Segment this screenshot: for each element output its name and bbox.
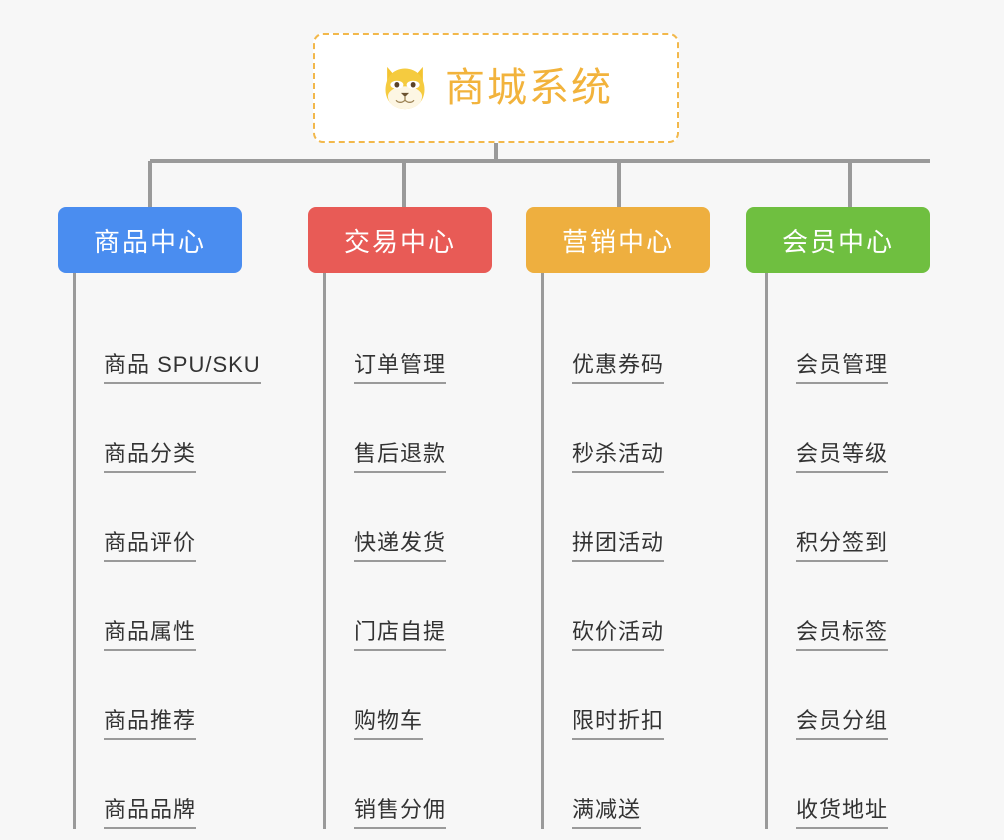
- list-item[interactable]: 会员标签: [796, 562, 930, 651]
- list-item[interactable]: 商品品牌: [104, 740, 242, 829]
- leaf-label: 商品属性: [104, 619, 197, 651]
- category-node-label: 商品中心: [93, 226, 206, 257]
- category-node-product[interactable]: 商品中心: [58, 207, 242, 273]
- list-item[interactable]: 优惠券码: [572, 295, 710, 384]
- leaf-label: 销售分佣: [354, 797, 447, 829]
- leaf-label: 会员等级: [796, 441, 889, 473]
- leaf-label: 购物车: [354, 708, 424, 740]
- category-column-product: 商品中心 商品 SPU/SKU 商品分类 商品评价 商品属性 商品推荐 商品品牌: [58, 207, 261, 829]
- category-node-label: 营销中心: [561, 226, 674, 257]
- leaf-list-product: 商品 SPU/SKU 商品分类 商品评价 商品属性 商品推荐 商品品牌: [73, 273, 261, 829]
- category-column-trade: 交易中心 订单管理 售后退款 快递发货 门店自提 购物车 销售分佣: [308, 207, 492, 829]
- leaf-list-marketing: 优惠券码 秒杀活动 拼团活动 砍价活动 限时折扣 满减送: [541, 273, 710, 829]
- category-node-label: 交易中心: [343, 226, 456, 257]
- list-item[interactable]: 满减送: [572, 740, 710, 829]
- category-node-member[interactable]: 会员中心: [746, 207, 930, 273]
- list-item[interactable]: 销售分佣: [354, 740, 492, 829]
- category-column-marketing: 营销中心 优惠券码 秒杀活动 拼团活动 砍价活动 限时折扣 满减送: [526, 207, 710, 829]
- list-item[interactable]: 商品 SPU/SKU: [104, 295, 261, 384]
- leaf-label: 收货地址: [796, 797, 889, 829]
- leaf-label: 商品推荐: [104, 708, 197, 740]
- list-item[interactable]: 订单管理: [354, 295, 492, 384]
- list-item[interactable]: 限时折扣: [572, 651, 710, 740]
- list-item[interactable]: 会员分组: [796, 651, 930, 740]
- list-item[interactable]: 售后退款: [354, 384, 492, 473]
- leaf-label: 拼团活动: [572, 530, 665, 562]
- list-item[interactable]: 商品评价: [104, 473, 242, 562]
- leaf-list-member: 会员管理 会员等级 积分签到 会员标签 会员分组 收货地址: [765, 273, 930, 829]
- list-item[interactable]: 拼团活动: [572, 473, 710, 562]
- category-node-trade[interactable]: 交易中心: [308, 207, 492, 273]
- list-item[interactable]: 会员管理: [796, 295, 930, 384]
- leaf-label: 商品评价: [104, 530, 197, 562]
- leaf-list-trade: 订单管理 售后退款 快递发货 门店自提 购物车 销售分佣: [323, 273, 492, 829]
- leaf-label: 积分签到: [796, 530, 889, 562]
- list-item[interactable]: 秒杀活动: [572, 384, 710, 473]
- list-item[interactable]: 砍价活动: [572, 562, 710, 651]
- leaf-label: 秒杀活动: [572, 441, 665, 473]
- leaf-label: 砍价活动: [572, 619, 665, 651]
- list-item[interactable]: 会员等级: [796, 384, 930, 473]
- shiba-dog-emoji-icon: [385, 66, 425, 110]
- leaf-label: 会员标签: [796, 619, 889, 651]
- category-column-member: 会员中心 会员管理 会员等级 积分签到 会员标签 会员分组 收货地址: [746, 207, 930, 829]
- category-node-label: 会员中心: [781, 226, 894, 257]
- leaf-label: 商品 SPU/SKU: [104, 352, 261, 384]
- root-node[interactable]: 商城系统: [313, 33, 679, 143]
- list-item[interactable]: 商品推荐: [104, 651, 242, 740]
- list-item[interactable]: 商品分类: [104, 384, 242, 473]
- root-title: 商城系统: [445, 66, 613, 110]
- list-item[interactable]: 门店自提: [354, 562, 492, 651]
- list-item[interactable]: 积分签到: [796, 473, 930, 562]
- leaf-label: 优惠券码: [572, 352, 665, 384]
- leaf-label: 满减送: [572, 797, 642, 829]
- list-item[interactable]: 快递发货: [354, 473, 492, 562]
- leaf-label: 商品品牌: [104, 797, 197, 829]
- category-node-marketing[interactable]: 营销中心: [526, 207, 710, 273]
- leaf-label: 售后退款: [354, 441, 447, 473]
- list-item[interactable]: 购物车: [354, 651, 492, 740]
- list-item[interactable]: 商品属性: [104, 562, 242, 651]
- leaf-label: 限时折扣: [572, 708, 665, 740]
- leaf-label: 门店自提: [354, 619, 447, 651]
- leaf-label: 会员管理: [796, 352, 889, 384]
- leaf-label: 会员分组: [796, 708, 889, 740]
- list-item[interactable]: 收货地址: [796, 740, 930, 829]
- leaf-label: 快递发货: [354, 530, 447, 562]
- leaf-label: 订单管理: [354, 352, 447, 384]
- leaf-label: 商品分类: [104, 441, 197, 473]
